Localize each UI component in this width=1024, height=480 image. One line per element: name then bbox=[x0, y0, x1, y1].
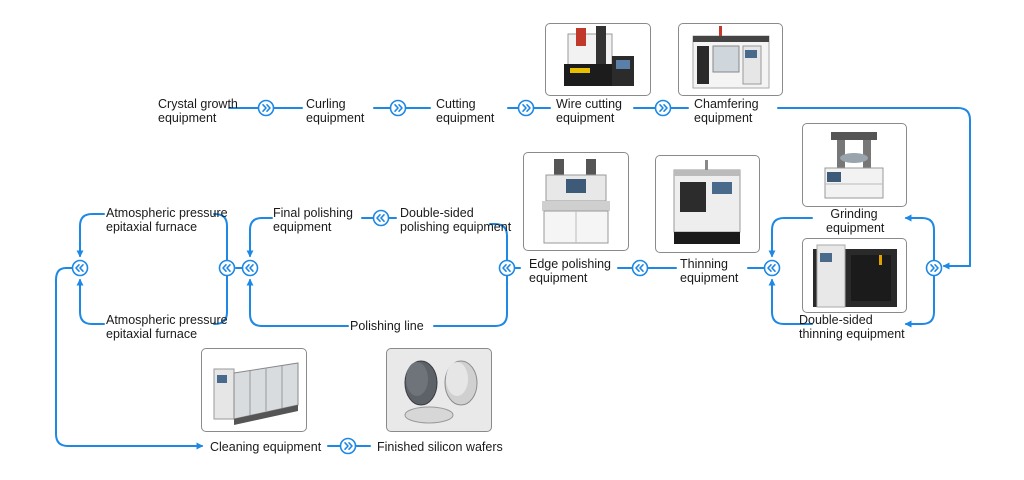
connector-line bbox=[489, 223, 508, 261]
connector-line bbox=[55, 267, 204, 450]
connector-line bbox=[904, 214, 935, 267]
thinning-machine-photo bbox=[655, 155, 760, 253]
double-chevron-circle-icon bbox=[241, 259, 259, 277]
connector-line bbox=[768, 278, 813, 325]
wire-cutting-machine-photo bbox=[545, 23, 651, 96]
double-chevron-circle-icon bbox=[71, 259, 89, 277]
connector-line bbox=[904, 265, 935, 328]
cleaning-machine-photo bbox=[201, 348, 307, 432]
double-chevron-circle-icon bbox=[257, 99, 275, 117]
double-chevron-circle-icon bbox=[763, 259, 781, 277]
silicon-wafers-photo bbox=[386, 348, 492, 432]
connector-line bbox=[246, 278, 349, 327]
edge-polishing-machine-photo bbox=[523, 152, 629, 251]
double-chevron-circle-icon bbox=[925, 259, 943, 277]
label-polishing-line: Polishing line bbox=[350, 319, 424, 333]
connector-line bbox=[76, 213, 105, 258]
connector-line bbox=[76, 278, 105, 325]
connector-line bbox=[433, 275, 508, 327]
double-chevron-circle-icon bbox=[631, 259, 649, 277]
double-chevron-circle-icon bbox=[339, 437, 357, 455]
connector-line bbox=[777, 107, 971, 267]
label-finished-silicon-wafers: Finished silicon wafers bbox=[377, 440, 503, 454]
connector-line bbox=[768, 217, 813, 258]
double-chevron-circle-icon bbox=[654, 99, 672, 117]
double-chevron-circle-icon bbox=[498, 259, 516, 277]
grinding-machine-photo bbox=[802, 123, 907, 207]
double-chevron-circle-icon bbox=[517, 99, 535, 117]
connector-line bbox=[213, 275, 228, 325]
connector-line bbox=[213, 213, 228, 261]
label-cleaning-equipment: Cleaning equipment bbox=[210, 440, 322, 454]
connector-line bbox=[246, 217, 273, 258]
chamfering-machine-photo bbox=[678, 23, 783, 96]
double-chevron-circle-icon bbox=[389, 99, 407, 117]
double-chevron-circle-icon bbox=[218, 259, 236, 277]
double-sided-thinning-machine-photo bbox=[802, 238, 907, 313]
double-chevron-circle-icon bbox=[372, 209, 390, 227]
